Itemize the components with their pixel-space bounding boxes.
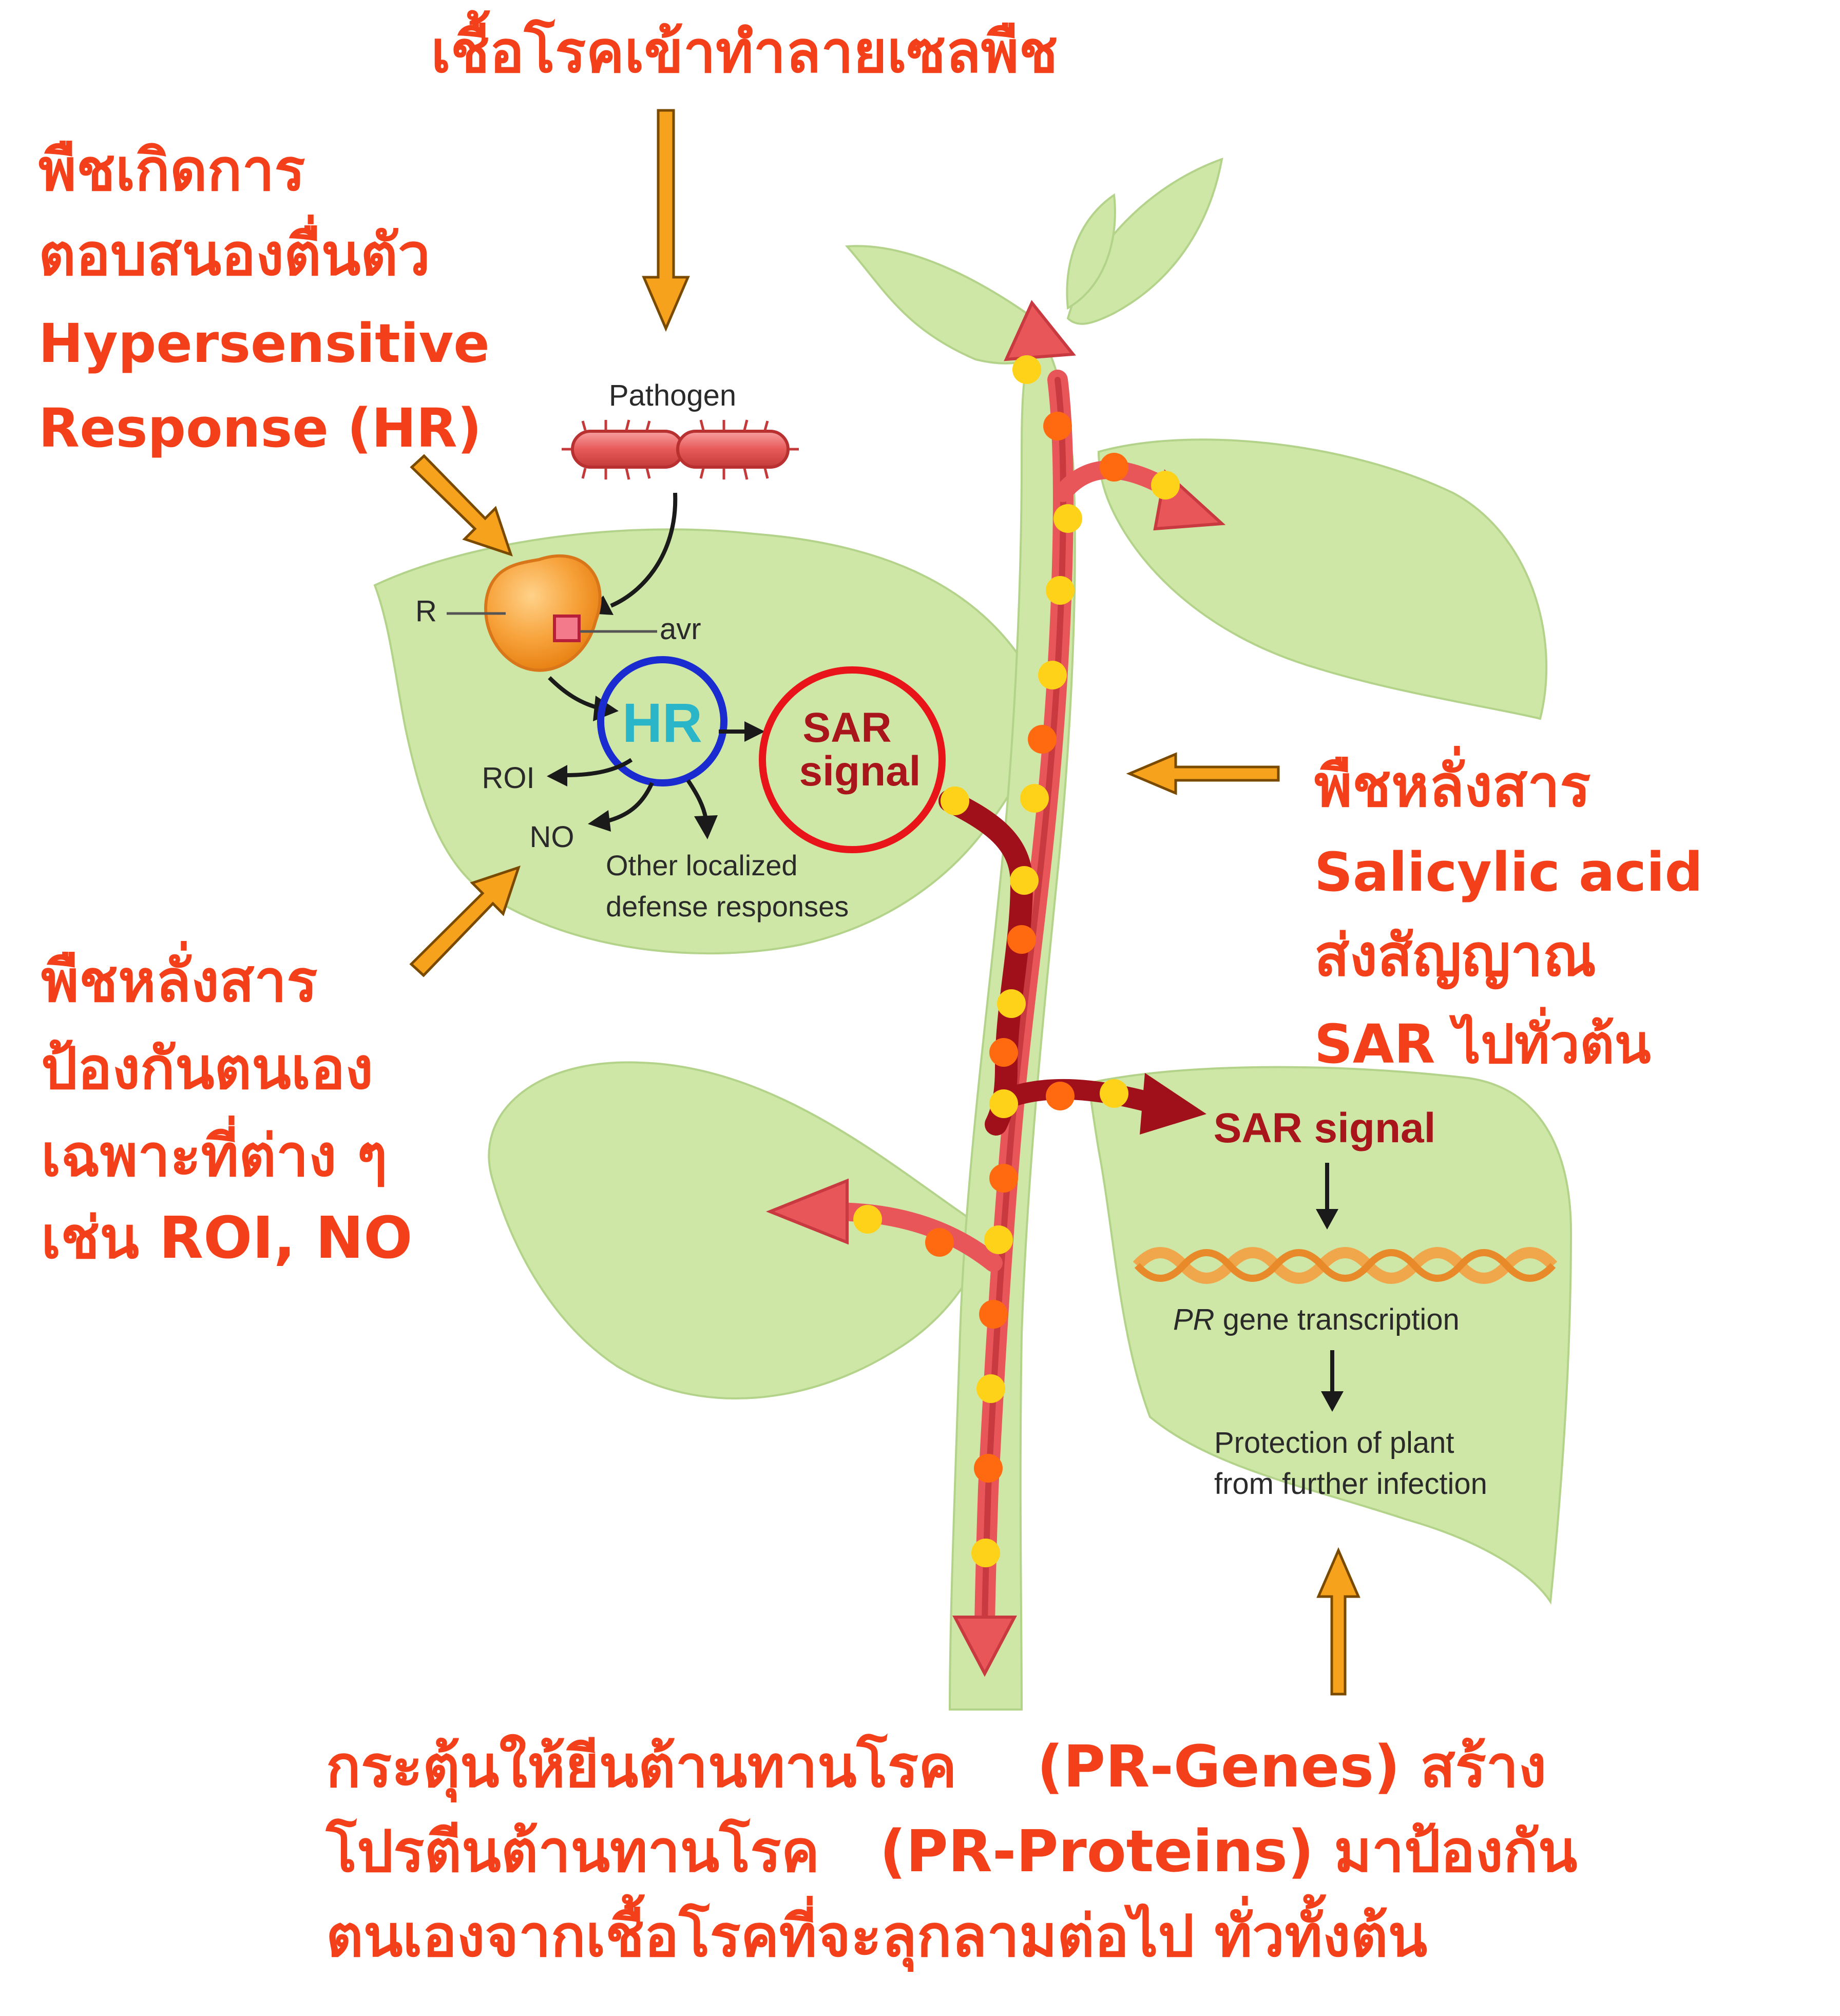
annotation-hr-line-2: ตอบสนองตื่นตัว [39, 214, 430, 289]
dot-yellow [997, 989, 1026, 1018]
arrowhead-lower-left [765, 1178, 849, 1245]
dot-orange [974, 1454, 1003, 1483]
dot-orange [1007, 925, 1036, 954]
signal-branch-lower-right [996, 1079, 1165, 1114]
other-defense-label-2: defense responses [606, 890, 849, 923]
dot-yellow [984, 1225, 1013, 1254]
dot-yellow [976, 1374, 1005, 1403]
pathogen-icon [562, 419, 799, 480]
dot-orange [925, 1228, 954, 1257]
sar-signal-label-1: SAR [802, 704, 891, 751]
annotation-salicylic-line-4: SAR ไปทั่วต้น [1314, 1007, 1651, 1076]
leaf-top-center [1066, 193, 1116, 310]
annotation-hr-line-3: Hypersensitive [39, 312, 490, 375]
arrowhead-lower-right [1140, 1073, 1206, 1135]
hr-to-roi-arrow [564, 758, 633, 777]
arrowhead-top [1004, 300, 1076, 361]
dot-orange [989, 1164, 1018, 1193]
dot-yellow [1020, 784, 1049, 813]
dna-icon [1133, 1247, 1558, 1284]
pointer-arrow-salicylic [1126, 752, 1280, 795]
pathogen-label: Pathogen [609, 379, 736, 412]
dot-yellow [1038, 661, 1067, 689]
hr-highlight-circle [597, 656, 727, 786]
annotation-hr-line-4: Response (HR) [39, 397, 482, 459]
arrowhead [588, 810, 611, 832]
annotation-hr-line-1: พืชเกิดการ [39, 137, 305, 204]
leaf-upper-right [1097, 438, 1548, 720]
dot-orange [1100, 453, 1128, 482]
hr-to-no-arrow [605, 782, 654, 823]
arrowhead [1321, 1391, 1344, 1412]
dot-yellow [1010, 866, 1039, 895]
dot-yellow [989, 1089, 1018, 1118]
annotation-bottom-line-2: โปรตีนต้านทานโรค (PR-Proteins) มาป้องกัน [325, 1818, 1577, 1885]
dot-yellow [1100, 1079, 1128, 1108]
arrowhead [1316, 1209, 1338, 1230]
sar-signal-right-label: SAR signal [1214, 1105, 1436, 1151]
leaf-lower-right [1087, 1066, 1573, 1605]
lower-right-leaf-content: SAR signal PR gene transcription Protect… [1133, 1105, 1558, 1501]
dot-yellow [1053, 504, 1082, 533]
other-defense-label-1: Other localized [606, 849, 798, 881]
dot-orange [1043, 412, 1072, 440]
hr-label: HR [622, 692, 702, 754]
pr-italic: PR [1173, 1303, 1215, 1336]
dot-yellow [941, 786, 969, 815]
protection-label-2: from further infection [1214, 1467, 1487, 1501]
pointer-arrow-hr [410, 454, 513, 556]
annotation-bottom-line-3: ตนเองจากเชื้อโรคที่จะลุกลามต่อไป ทั่วทั้… [326, 1894, 1427, 1972]
hr-to-other-arrow [686, 779, 708, 819]
annotation-local-line-3: เฉพาะที่ต่าง ๆ [41, 1115, 388, 1189]
dot-orange [1028, 725, 1057, 754]
pointer-arrow-local [409, 866, 521, 977]
annotation-bottom-line-1: กระตุ้นให้ยีนต้านทานโรค (PR-Genes) สร้าง [326, 1734, 1546, 1803]
no-label: NO [530, 820, 574, 854]
arrowhead [694, 815, 718, 839]
infected-leaf-content: Pathogen R avr [415, 379, 946, 923]
pointer-arrows [409, 109, 1360, 1696]
roi-label: ROI [482, 761, 534, 795]
annotation-local-line-4: เช่น ROI, NO [41, 1205, 412, 1272]
leaf-lower-left [488, 1061, 992, 1399]
arrowhead [547, 765, 567, 786]
leaf-top-left [845, 245, 1059, 364]
annotation-local-line-2: ป้องกันตนเอง [41, 1035, 373, 1102]
dot-yellow [1151, 471, 1180, 500]
annotation-salicylic-line-3: ส่งสัญญาณ [1314, 923, 1596, 990]
pr-gene-label: PR gene transcription [1173, 1303, 1460, 1336]
annotation-top: เชื้อโรคเข้าทำลายเซลพืช [431, 10, 1058, 86]
sar-highlight-circle [759, 666, 946, 853]
pathogen-to-avr-arrow [610, 492, 678, 608]
annotation-salicylic-line-1: พืชหลั่งสาร [1314, 745, 1590, 820]
pointer-arrow-top [642, 109, 690, 332]
annotation-local-line-1: พืชหลั่งสาร [41, 940, 317, 1015]
avr-label: avr [660, 612, 701, 646]
arrowhead-bottom [952, 1616, 1017, 1677]
r-to-hr-arrow [548, 676, 601, 711]
dot-yellow [1046, 576, 1075, 605]
dot-orange [1046, 1082, 1075, 1110]
protection-label-1: Protection of plant [1214, 1426, 1454, 1460]
dot-orange [979, 1300, 1008, 1329]
annotation-salicylic-line-2: Salicylic acid [1314, 841, 1703, 904]
pointer-arrow-bottom [1316, 1547, 1360, 1696]
dot-yellow [1012, 355, 1041, 384]
dna-icon-strand [1134, 1249, 1556, 1282]
signal-dots [853, 355, 1180, 1567]
avr-marker [553, 615, 581, 642]
arrowhead [744, 721, 765, 742]
sar-signal-label-2: signal [799, 748, 921, 795]
pr-gene-rest: gene transcription [1215, 1303, 1460, 1336]
dot-yellow [971, 1539, 1000, 1567]
annotations: เชื้อโรคเข้าทำลายเซลพืช พืชเกิดการ ตอบสน… [39, 10, 1703, 1972]
r-label: R [415, 594, 437, 628]
dot-yellow [853, 1205, 882, 1234]
dot-orange [989, 1038, 1018, 1067]
